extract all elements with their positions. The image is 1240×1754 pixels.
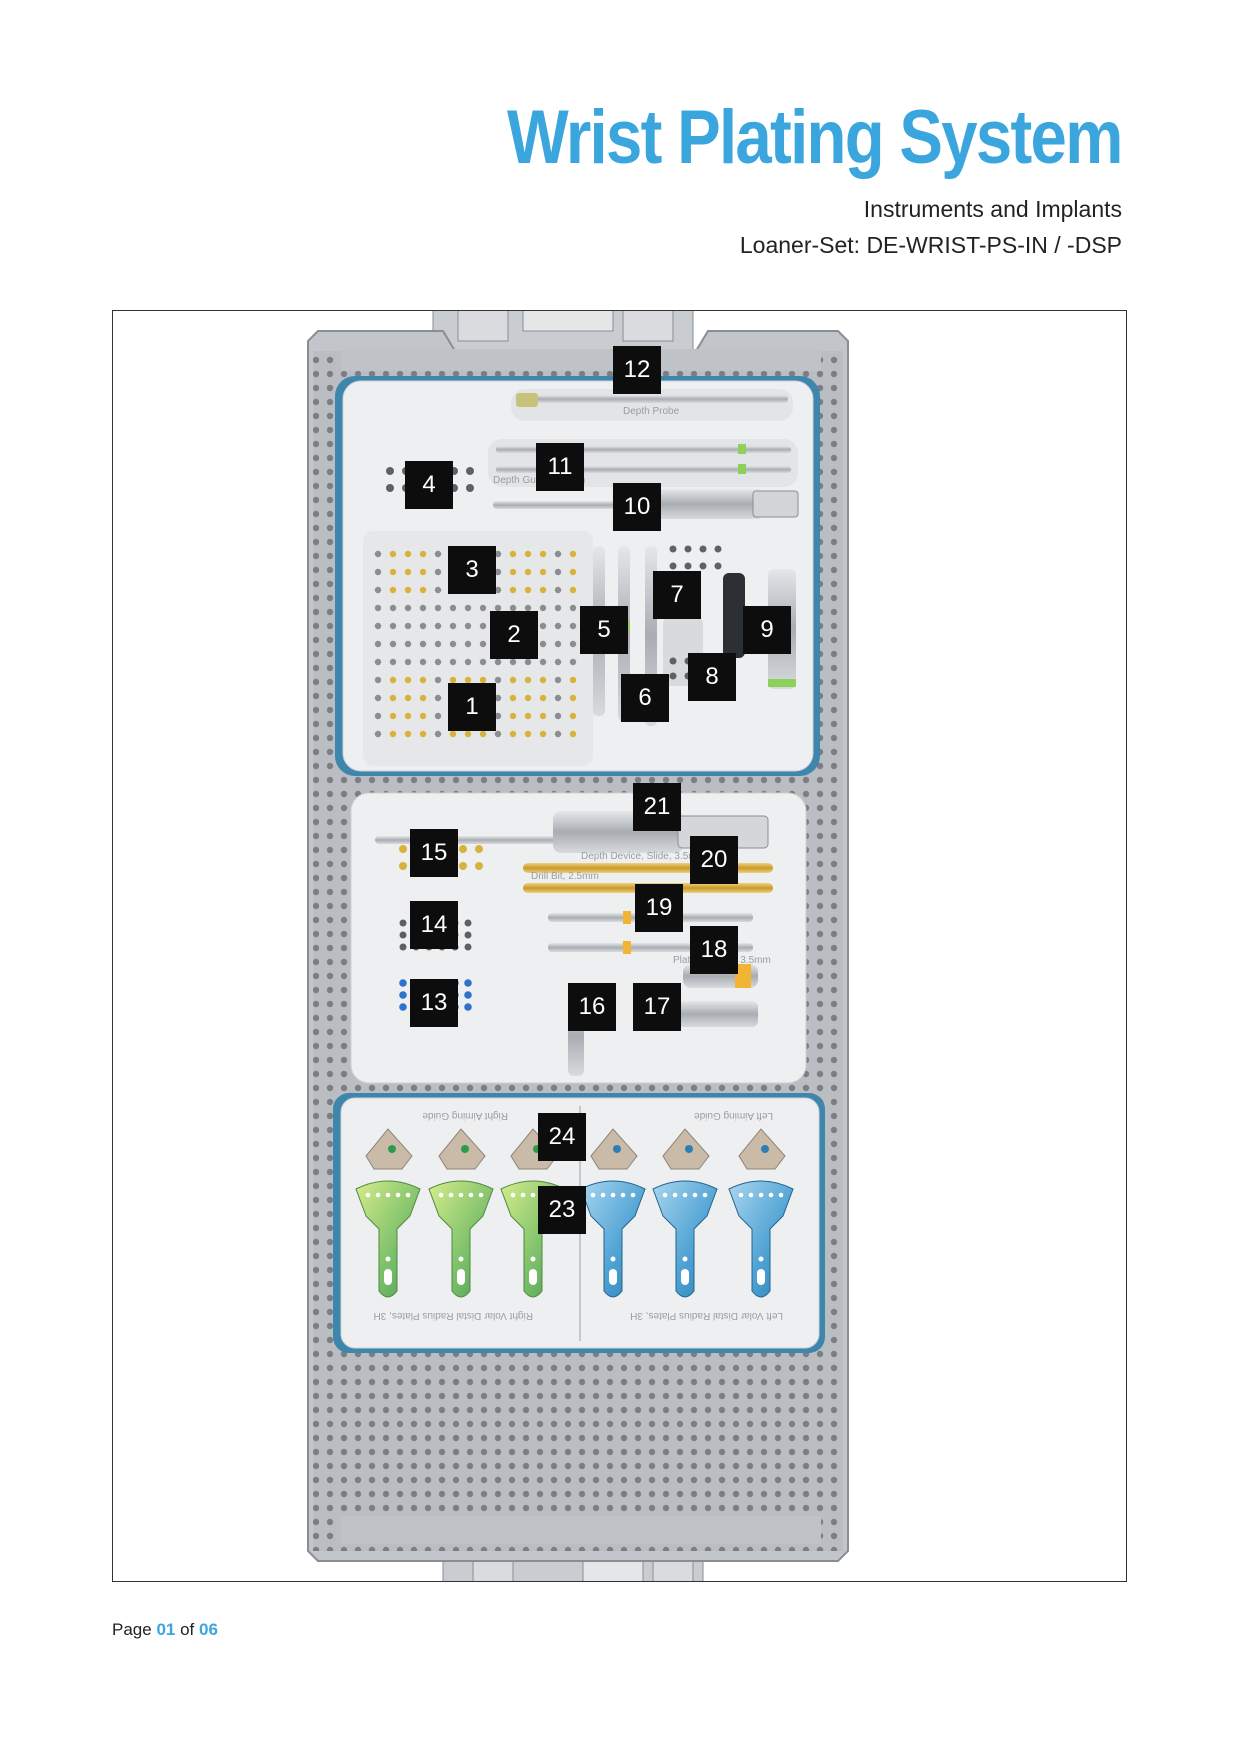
top-tray	[335, 376, 820, 776]
callout-21: 21	[633, 783, 681, 831]
callout-10: 10	[613, 483, 661, 531]
callout-17: 17	[633, 983, 681, 1031]
tray-photo-frame: Depth Probe Depth Guide, 2.4mm Depth Dev…	[112, 310, 1127, 1582]
screw-rack-dots	[374, 550, 577, 738]
label-right-plates: Right Volar Distal Radius Plates, 3H	[373, 1310, 533, 1321]
of-word: of	[180, 1620, 195, 1639]
callout-9: 9	[743, 606, 791, 654]
callout-3: 3	[448, 546, 496, 594]
label-depth-probe: Depth Probe	[623, 406, 680, 417]
callout-19: 19	[635, 884, 683, 932]
label-drill-bit-bottom: Drill Bit, 2.5mm	[531, 871, 599, 882]
callout-4: 4	[405, 461, 453, 509]
callout-11: 11	[536, 443, 584, 491]
loaner-set-code: Loaner-Set: DE-WRIST-PS-IN / -DSP	[739, 232, 1122, 258]
callout-15: 15	[410, 829, 458, 877]
callout-20: 20	[690, 836, 738, 884]
callout-23: 23	[538, 1186, 586, 1234]
callout-24: 24	[538, 1113, 586, 1161]
callout-2: 2	[490, 611, 538, 659]
page-footer: Page 01 of 06	[112, 1620, 218, 1640]
top-handle	[432, 311, 694, 357]
callout-8: 8	[688, 653, 736, 701]
callout-7: 7	[653, 571, 701, 619]
callout-13: 13	[410, 979, 458, 1027]
callout-16: 16	[568, 983, 616, 1031]
label-left-plates: Left Volar Distal Radius Plates, 3H	[630, 1310, 783, 1321]
callout-1: 1	[448, 683, 496, 731]
callout-5: 5	[580, 606, 628, 654]
callout-6: 6	[621, 674, 669, 722]
page-current: 01	[156, 1620, 176, 1639]
document-subtitle: Instruments and Implants	[863, 196, 1122, 222]
page-word: Page	[112, 1620, 152, 1639]
page-total: 06	[199, 1620, 218, 1639]
callout-18: 18	[690, 926, 738, 974]
label-left-aiming-guide: Left Aiming Guide	[694, 1110, 773, 1121]
label-right-aiming-guide: Right Aiming Guide	[422, 1110, 508, 1121]
document-title: Wrist Plating System	[507, 95, 1123, 180]
callout-12: 12	[613, 346, 661, 394]
instrument-tray-illustration: Depth Probe Depth Guide, 2.4mm Depth Dev…	[307, 311, 849, 1581]
callout-14: 14	[410, 901, 458, 949]
label-depth-device: Depth Device, Slide, 3.5mm	[581, 851, 705, 862]
